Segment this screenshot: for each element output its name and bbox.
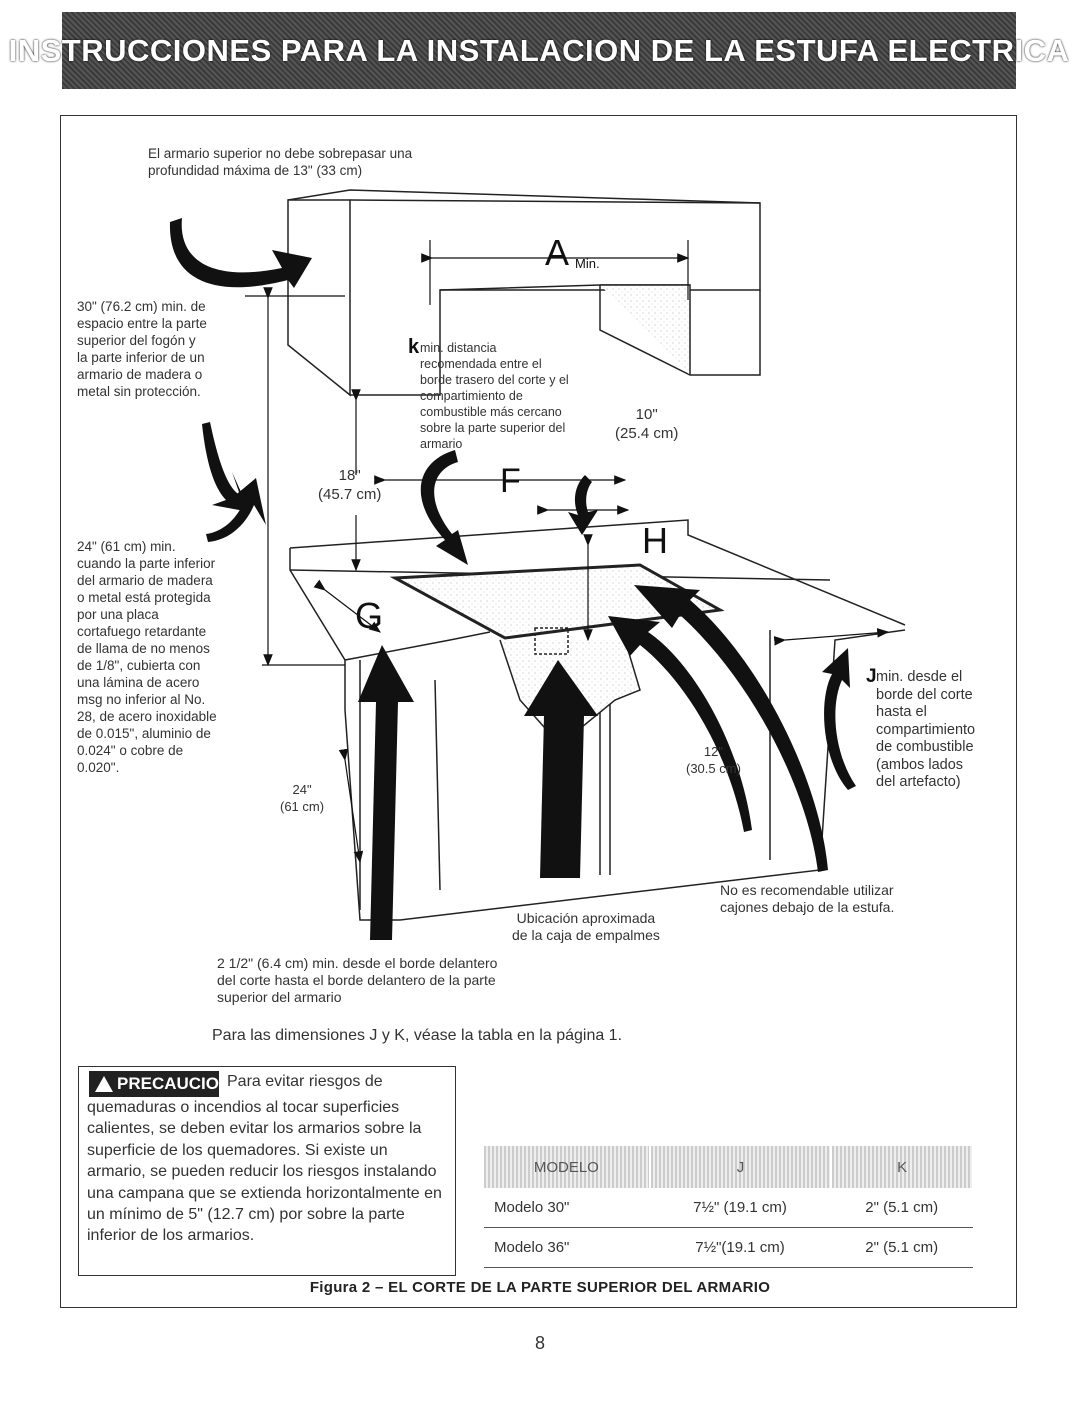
label-a: A — [545, 232, 570, 273]
note-junction-box: Ubicación aproximada de la caja de empal… — [512, 910, 660, 943]
dimensions-note: Para las dimensiones J y K, véase la tab… — [212, 1027, 623, 1044]
dim-24-in-cabinet: 24" (61 cm) — [280, 782, 325, 814]
label-h: H — [642, 520, 668, 561]
warning-icon — [95, 1076, 113, 1092]
note-no-drawers: No es recomendable utilizar cajones deba… — [720, 882, 895, 915]
caution-first-line: Para evitar riesgos de — [227, 1073, 383, 1090]
page-number: 8 — [534, 1333, 545, 1353]
dimensions-table: MODELO J K Modelo 30" 7½" (19.1 cm) 2" (… — [484, 1146, 974, 1268]
note-24-min-protected: 24" (61 cm) min. cuando la parte inferio… — [77, 539, 217, 775]
caution-text: quemaduras o incendios al tocar superfic… — [87, 1099, 442, 1245]
label-a-min: Min. — [575, 256, 600, 271]
caution-badge-label: PRECAUCION — [117, 1074, 232, 1093]
label-k: k — [408, 336, 420, 358]
table-header-j: J — [649, 1146, 833, 1188]
label-f: F — [500, 462, 521, 500]
figure-caption: Figura 2 – EL CORTE DE LA PARTE SUPERIOR… — [309, 1279, 771, 1296]
figure-frame — [60, 115, 1017, 1308]
table-cell-model: Modelo 36" — [484, 1227, 650, 1268]
table-header-k: K — [831, 1146, 974, 1188]
note-30-min-clearance: 30" (76.2 cm) min. de espacio entre la p… — [77, 299, 207, 399]
dim-10-in: 10" (25.4 cm) — [615, 406, 679, 442]
table-cell-k: 2" (5.1 cm) — [831, 1227, 973, 1268]
table-row: Modelo 30" 7½" (19.1 cm) 2" (5.1 cm) — [484, 1188, 973, 1228]
dim-12-in: 12" (30.5 cm) — [686, 744, 741, 776]
table-cell-j: 7½"(19.1 cm) — [649, 1227, 832, 1268]
note-j-distance: min. desde el borde del corte hasta el c… — [876, 669, 976, 790]
note-k-distance: min. distancia recomendada entre el bord… — [420, 341, 569, 451]
pointer-arrows — [169, 218, 856, 940]
caution-badge: PRECAUCION — [89, 1071, 231, 1097]
label-g: G — [355, 595, 384, 636]
table-row: Modelo 36" 7½"(19.1 cm) 2" (5.1 cm) — [484, 1227, 973, 1268]
note-front-edge: 2 1/2" (6.4 cm) min. desde el borde dela… — [217, 955, 498, 1005]
note-upper-cabinet-depth: El armario superior no debe sobrepasar u… — [148, 146, 413, 178]
lower-cabinet — [289, 519, 906, 921]
table-cell-k: 2" (5.1 cm) — [831, 1188, 973, 1228]
dim-18-in: 18" (45.7 cm) — [318, 467, 382, 503]
caution-box: PRECAUCION Para evitar riesgos de quemad… — [78, 1066, 456, 1276]
label-j: J — [866, 666, 877, 687]
table-header-model: MODELO — [484, 1146, 651, 1188]
page-header-banner: INSTRUCCIONES PARA LA INSTALACION DE LA … — [9, 12, 1069, 89]
upper-cabinet — [287, 189, 761, 397]
table-header-row: MODELO J K — [484, 1146, 974, 1188]
table-cell-j: 7½" (19.1 cm) — [649, 1188, 832, 1228]
page-title: INSTRUCCIONES PARA LA INSTALACION DE LA … — [8, 32, 1070, 68]
table-cell-model: Modelo 30" — [484, 1188, 650, 1228]
